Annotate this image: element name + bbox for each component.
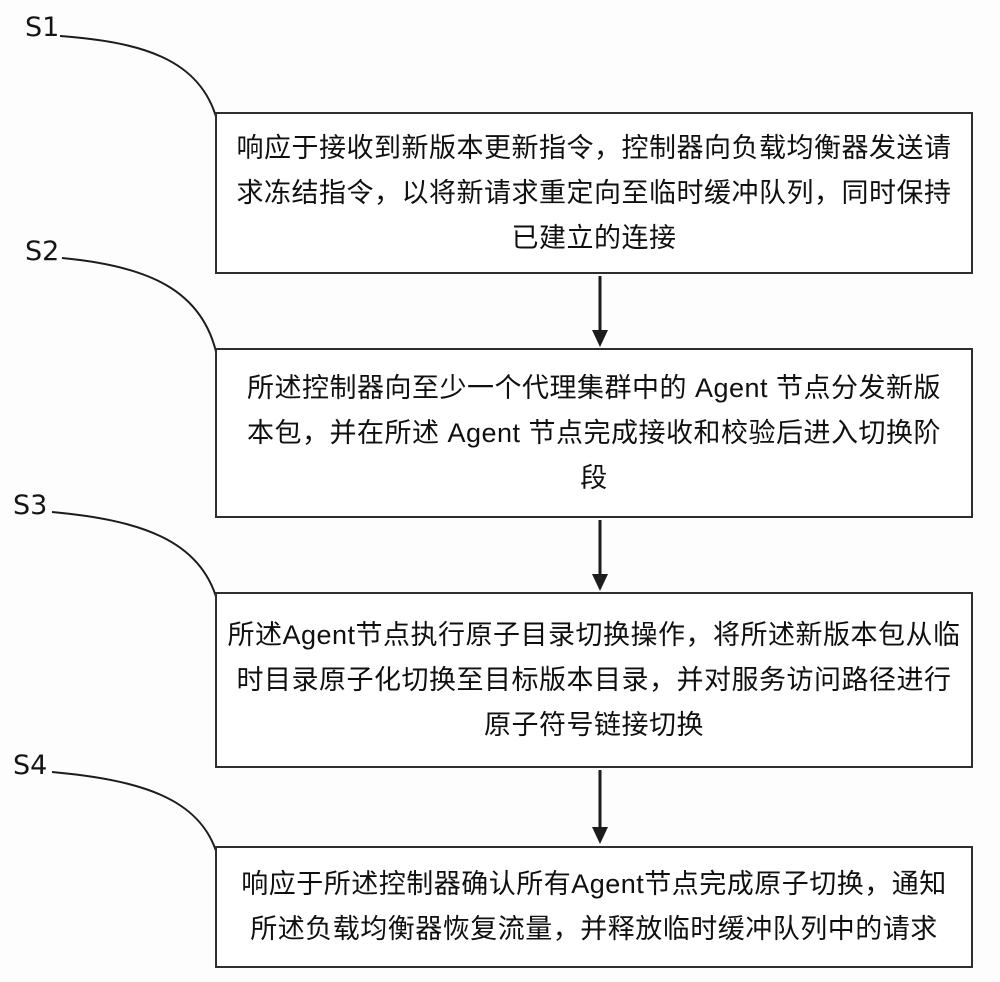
step-label-s3: S3 [13, 490, 48, 521]
step-box-s4: 响应于所述控制器确认所有Agent节点完成原子切换，通知 所述负载均衡器恢复流量… [215, 846, 973, 968]
flow-arrow-1 [592, 276, 608, 347]
step-text-line: 本包，并在所述 Agent 节点完成接收和校验后进入切换阶 [246, 417, 942, 448]
step-text-line: 响应于接收到新版本更新指令，控制器向负载均衡器发送请 [236, 132, 952, 163]
step-box-s1: 响应于接收到新版本更新指令，控制器向负载均衡器发送请 求冻结指令，以将新请求重定… [215, 112, 973, 274]
step-text-line: 所述控制器向至少一个代理集群中的 Agent 节点分发新版 [246, 372, 942, 403]
step-text-line: 所述Agent节点执行原子目录切换操作，将所述新版本包从临 [227, 619, 961, 650]
connector-s3 [51, 511, 218, 601]
step-text-line: 求冻结指令，以将新请求重定向至临时缓冲队列，同时保持 [236, 177, 952, 208]
step-label-s1: S1 [25, 12, 60, 43]
step-text-line: 响应于所述控制器确认所有Agent节点完成原子切换，通知 [241, 869, 947, 899]
step-text-line: 时目录原子化切换至目标版本目录，并对服务访问路径进行 [236, 664, 952, 695]
step-label-s4: S4 [13, 750, 48, 781]
step-text-line: 段 [580, 462, 608, 493]
step-label-s2: S2 [25, 236, 60, 267]
step-box-s2: 所述控制器向至少一个代理集群中的 Agent 节点分发新版 本包，并在所述 Ag… [215, 348, 973, 518]
connector-s1 [59, 35, 218, 121]
connector-s4 [51, 771, 218, 855]
step-box-s3: 所述Agent节点执行原子目录切换操作，将所述新版本包从临 时目录原子化切换至目… [215, 592, 973, 768]
step-text-line: 原子符号链接切换 [484, 709, 704, 740]
flow-arrow-3 [592, 770, 608, 844]
step-text-line: 已建立的连接 [511, 222, 677, 253]
step-text-line: 所述负载均衡器恢复流量，并释放临时缓冲队列中的请求 [250, 914, 938, 944]
connector-s2 [61, 257, 218, 357]
flow-arrow-2 [592, 520, 608, 591]
